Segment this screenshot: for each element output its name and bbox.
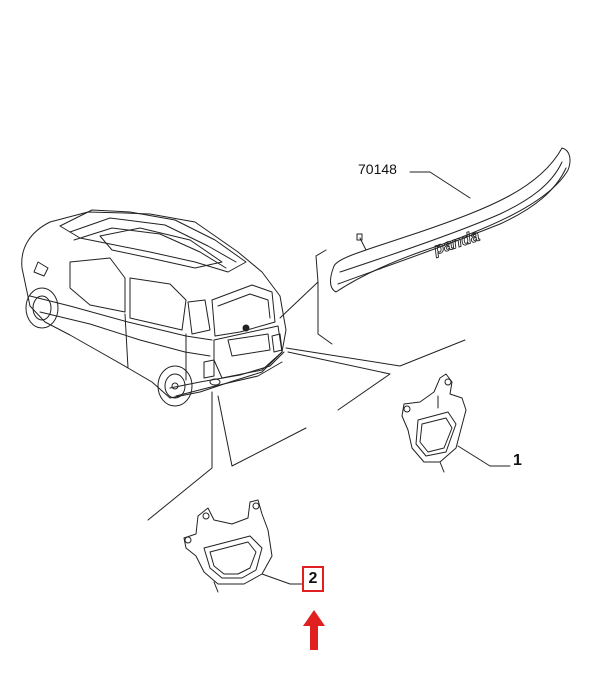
arrow-up-icon	[303, 610, 325, 650]
rear-lamp-part-2	[183, 499, 303, 593]
rear-spoiler-part	[330, 147, 571, 293]
part-number-label-70148: 70148	[358, 161, 397, 177]
car-illustration	[21, 209, 287, 407]
callout-label-1: 1	[513, 452, 522, 469]
spoiler-badge-text: panda	[431, 228, 482, 259]
callout-label-2-highlighted: 2	[302, 566, 324, 592]
leader-lines	[147, 249, 466, 521]
rear-lamp-part-1	[401, 373, 511, 473]
